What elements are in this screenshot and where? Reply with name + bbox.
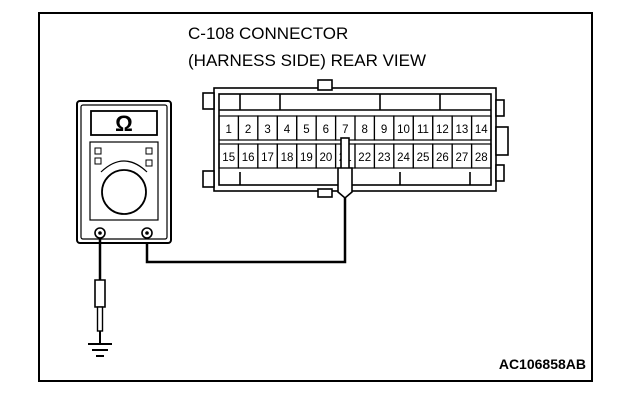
back-probe-body: [337, 167, 353, 200]
connector-left-top-lug: [202, 92, 215, 110]
ohmmeter-range-arc: [100, 160, 148, 173]
connector-top-lock: [317, 79, 333, 91]
pin-label-1: 1: [226, 124, 232, 136]
ground-lead-probe-tip: [96, 306, 104, 332]
connector-right-lug-1: [495, 99, 505, 117]
diagram-frame: [38, 12, 593, 382]
pin-label-28: 28: [475, 152, 488, 164]
pin-label-9: 9: [381, 124, 387, 136]
connector-left-bottom-lug: [202, 170, 215, 188]
pin-label-17: 17: [261, 152, 274, 164]
test-lead-wire: [145, 198, 347, 264]
figure-code: AC106858AB: [499, 356, 586, 372]
pin-label-10: 10: [397, 124, 410, 136]
pin-label-2: 2: [245, 124, 251, 136]
pin-label-26: 26: [436, 152, 449, 164]
ohmmeter-indicator-right-1: [145, 147, 153, 155]
ohmmeter-indicator-left-1: [94, 147, 102, 155]
connector-bottom-lock: [317, 188, 333, 198]
pin-label-16: 16: [242, 152, 255, 164]
pin-cell-28: [470, 143, 492, 169]
ohmmeter-dial-panel: [89, 141, 159, 221]
pin-label-22: 22: [358, 152, 371, 164]
pin-label-27: 27: [455, 152, 468, 164]
pin-label-8: 8: [362, 124, 368, 136]
back-probe-pin: [340, 137, 350, 171]
pin-grid: 1234567891011121314151617181920212223242…: [218, 115, 492, 169]
ohmmeter-terminal-ohm-dot: [145, 231, 149, 235]
pin-label-14: 14: [475, 124, 488, 136]
ohmmeter-inner-panel: [80, 104, 168, 240]
pin-label-5: 5: [303, 124, 309, 136]
connector-right-lug-2: [495, 126, 509, 156]
ohmmeter-terminal-com-dot: [98, 231, 102, 235]
ohmmeter: Ω: [76, 100, 172, 244]
ground-lead: [88, 238, 112, 357]
pin-label-23: 23: [378, 152, 391, 164]
ohmmeter-display: [90, 110, 158, 136]
ground-lead-probe-body: [94, 279, 106, 308]
title-line-1: C-108 CONNECTOR: [188, 24, 348, 43]
title-line-2: (HARNESS SIDE) REAR VIEW: [188, 51, 426, 70]
pin-label-13: 13: [455, 124, 468, 136]
pin-label-25: 25: [417, 152, 430, 164]
pin-label-7: 7: [342, 124, 348, 136]
pin-label-20: 20: [319, 152, 332, 164]
back-probe: [337, 137, 353, 200]
pin-label-18: 18: [281, 152, 294, 164]
connector-right-lug-3: [495, 164, 505, 182]
pin-label-11: 11: [417, 124, 429, 136]
pin-label-15: 15: [222, 152, 235, 164]
pin-label-19: 19: [300, 152, 313, 164]
ohmmeter-symbol: Ω: [115, 111, 133, 136]
ohmmeter-selector-dial: [101, 169, 147, 215]
pin-label-4: 4: [284, 124, 291, 136]
ohmmeter-indicator-left-2: [94, 157, 102, 165]
pin-label-3: 3: [264, 124, 270, 136]
pin-label-12: 12: [436, 124, 449, 136]
pin-label-6: 6: [323, 124, 329, 136]
ohmmeter-indicator-right-2: [145, 159, 153, 167]
pin-label-24: 24: [397, 152, 410, 164]
